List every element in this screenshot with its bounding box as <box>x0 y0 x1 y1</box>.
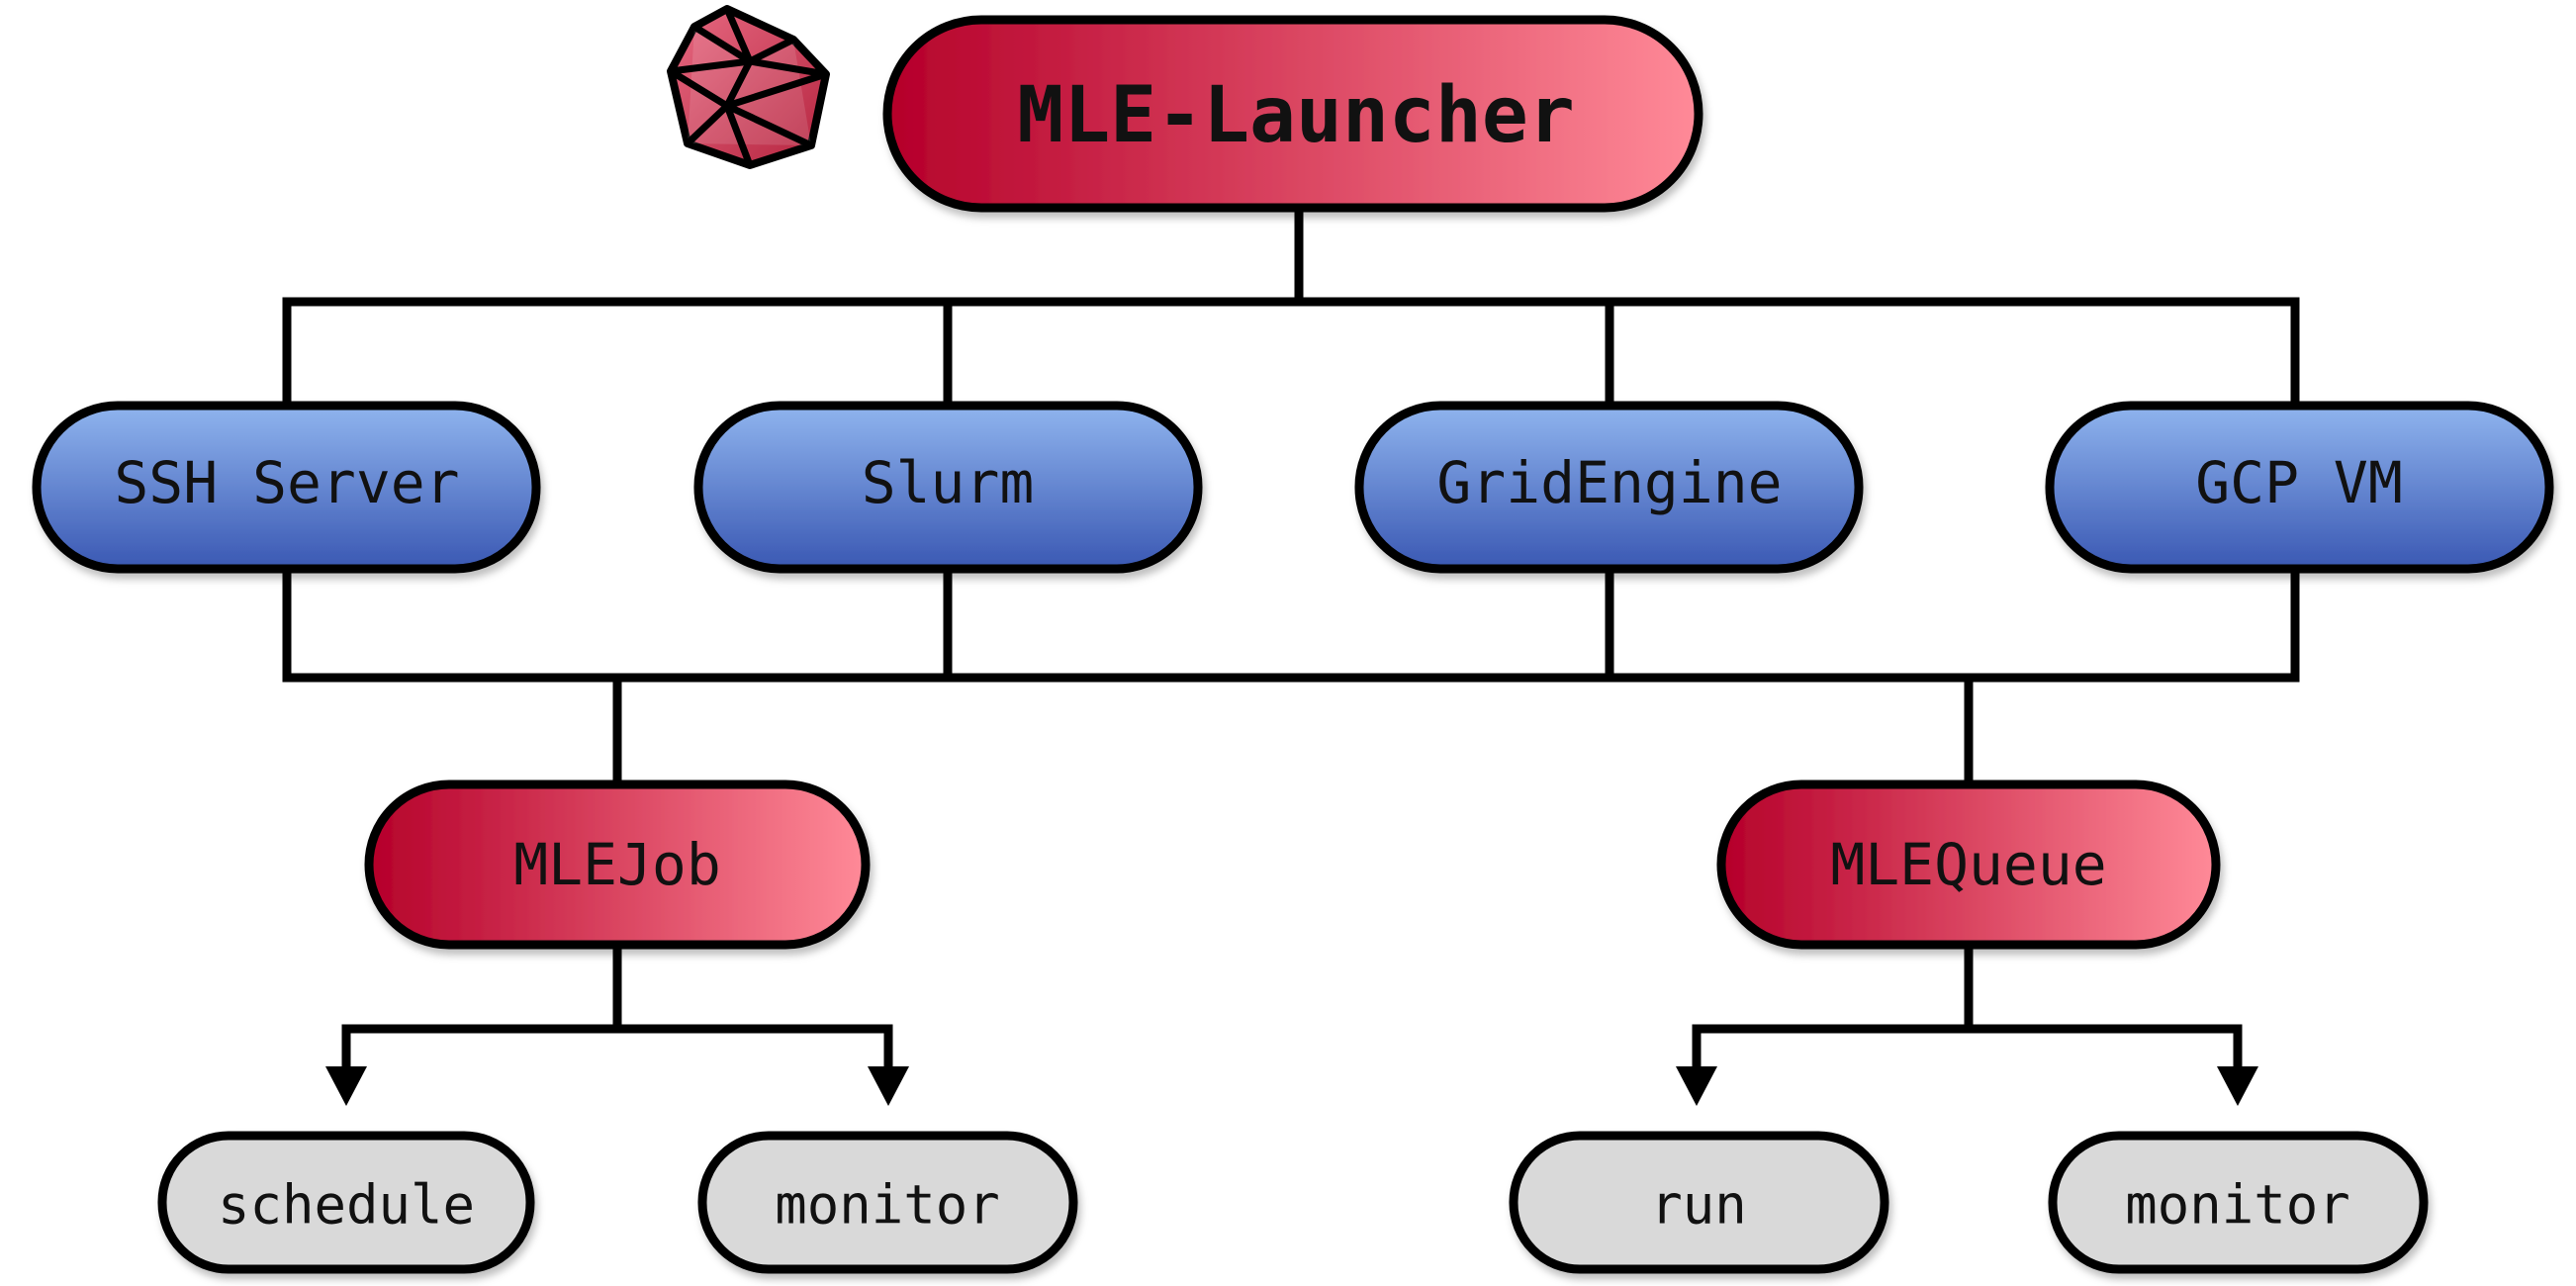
backend-node-ssh-server: SSH Server <box>32 401 541 574</box>
action-label-mlejob-monitor: monitor <box>775 1174 1000 1237</box>
backend-label-gridengine: GridEngine <box>1436 449 1782 516</box>
action-label-schedule: schedule <box>218 1174 475 1237</box>
connectors <box>282 203 2300 1106</box>
backend-label-gcp-vm: GCP VM <box>2195 449 2403 516</box>
arrowhead-run <box>1676 1066 1717 1106</box>
action-node-schedule: schedule <box>157 1131 535 1274</box>
icosahedron-logo-icon <box>667 5 830 169</box>
connector-backends-bus <box>282 564 2300 683</box>
backend-label-ssh-server: SSH Server <box>114 449 459 516</box>
action-label-mlequeue-monitor: monitor <box>2125 1174 2350 1237</box>
action-label-run: run <box>1650 1174 1747 1237</box>
title-label: MLE-Launcher <box>1017 71 1575 160</box>
component-label-mlejob: MLEJob <box>513 831 721 898</box>
title-node: MLE-Launcher <box>882 15 1703 213</box>
backend-label-slurm: Slurm <box>862 449 1035 516</box>
component-label-mlequeue: MLEQueue <box>1830 831 2106 898</box>
component-node-mlequeue: MLEQueue <box>1716 780 2221 950</box>
arrowhead-mlejob-monitor <box>868 1066 909 1106</box>
action-node-run: run <box>1509 1131 1889 1274</box>
component-node-mlejob: MLEJob <box>364 780 871 950</box>
backend-node-gcp-vm: GCP VM <box>2045 401 2554 574</box>
action-node-mlejob-monitor: monitor <box>697 1131 1078 1274</box>
connector-mlequeue-actions <box>1692 940 2243 1078</box>
arrowhead-mlequeue-monitor <box>2217 1066 2258 1106</box>
backend-node-gridengine: GridEngine <box>1354 401 1864 574</box>
backend-node-slurm: Slurm <box>693 401 1203 574</box>
action-node-mlequeue-monitor: monitor <box>2048 1131 2429 1274</box>
connector-title-to-backends <box>282 203 2300 307</box>
connector-mlejob-actions <box>341 940 893 1078</box>
arrowhead-schedule <box>325 1066 367 1106</box>
